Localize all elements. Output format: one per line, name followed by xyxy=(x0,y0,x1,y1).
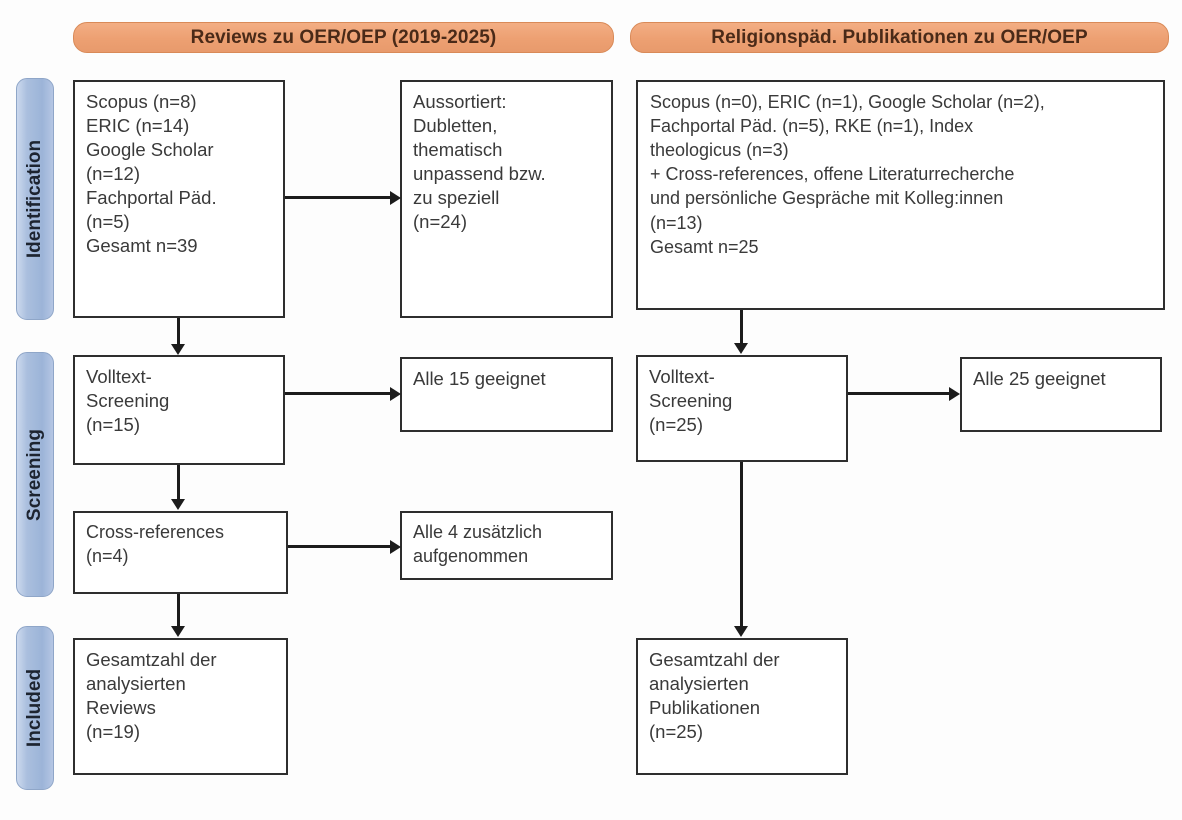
arrowhead-right-fulltext-to-result xyxy=(949,387,960,401)
connector-left-crossref-to-included xyxy=(177,594,180,626)
box-left-identification-sources: Scopus (n=8) ERIC (n=14) Google Scholar … xyxy=(73,80,285,318)
column-header-religionspaed: Religionspäd. Publikationen zu OER/OEP xyxy=(630,22,1169,53)
box-right-identification-sources: Scopus (n=0), ERIC (n=1), Google Scholar… xyxy=(636,80,1165,310)
stage-tab-identification: Identification xyxy=(16,78,54,320)
box-right-included-total: Gesamtzahl der analysierten Publikatione… xyxy=(636,638,848,775)
connector-left-id-to-excluded xyxy=(285,196,390,199)
arrowhead-left-crossref-to-result xyxy=(390,540,401,554)
box-left-cross-references: Cross-references (n=4) xyxy=(73,511,288,594)
connector-right-fulltext-to-result xyxy=(848,392,949,395)
box-left-fulltext-result: Alle 15 geeignet xyxy=(400,357,613,432)
box-left-included-total: Gesamtzahl der analysierten Reviews (n=1… xyxy=(73,638,288,775)
stage-label-identification: Identification xyxy=(24,139,45,259)
arrowhead-left-crossref-to-included xyxy=(171,626,185,637)
stage-tab-included: Included xyxy=(16,626,54,790)
box-left-fulltext-screening: Volltext- Screening (n=15) xyxy=(73,355,285,465)
box-right-fulltext-screening: Volltext- Screening (n=25) xyxy=(636,355,848,462)
box-left-excluded: Aussortiert: Dubletten, thematisch unpas… xyxy=(400,80,613,318)
column-header-reviews: Reviews zu OER/OEP (2019-2025) xyxy=(73,22,614,53)
arrowhead-right-fulltext-to-included xyxy=(734,626,748,637)
stage-label-screening: Screening xyxy=(24,428,45,521)
connector-right-id-to-fulltext xyxy=(740,310,743,343)
arrowhead-left-id-to-excluded xyxy=(390,191,401,205)
connector-right-fulltext-to-included xyxy=(740,462,743,626)
stage-tab-screening: Screening xyxy=(16,352,54,597)
connector-left-id-to-fulltext xyxy=(177,318,180,344)
stage-label-included: Included xyxy=(24,668,45,748)
connector-left-fulltext-to-crossref xyxy=(177,465,180,499)
connector-left-fulltext-to-result xyxy=(285,392,390,395)
arrowhead-left-fulltext-to-result xyxy=(390,387,401,401)
connector-left-crossref-to-result xyxy=(288,545,390,548)
arrowhead-right-id-to-fulltext xyxy=(734,343,748,354)
box-right-fulltext-result: Alle 25 geeignet xyxy=(960,357,1162,432)
box-left-cross-references-result: Alle 4 zusätzlich aufgenommen xyxy=(400,511,613,580)
arrowhead-left-fulltext-to-crossref xyxy=(171,499,185,510)
arrowhead-left-id-to-fulltext xyxy=(171,344,185,355)
